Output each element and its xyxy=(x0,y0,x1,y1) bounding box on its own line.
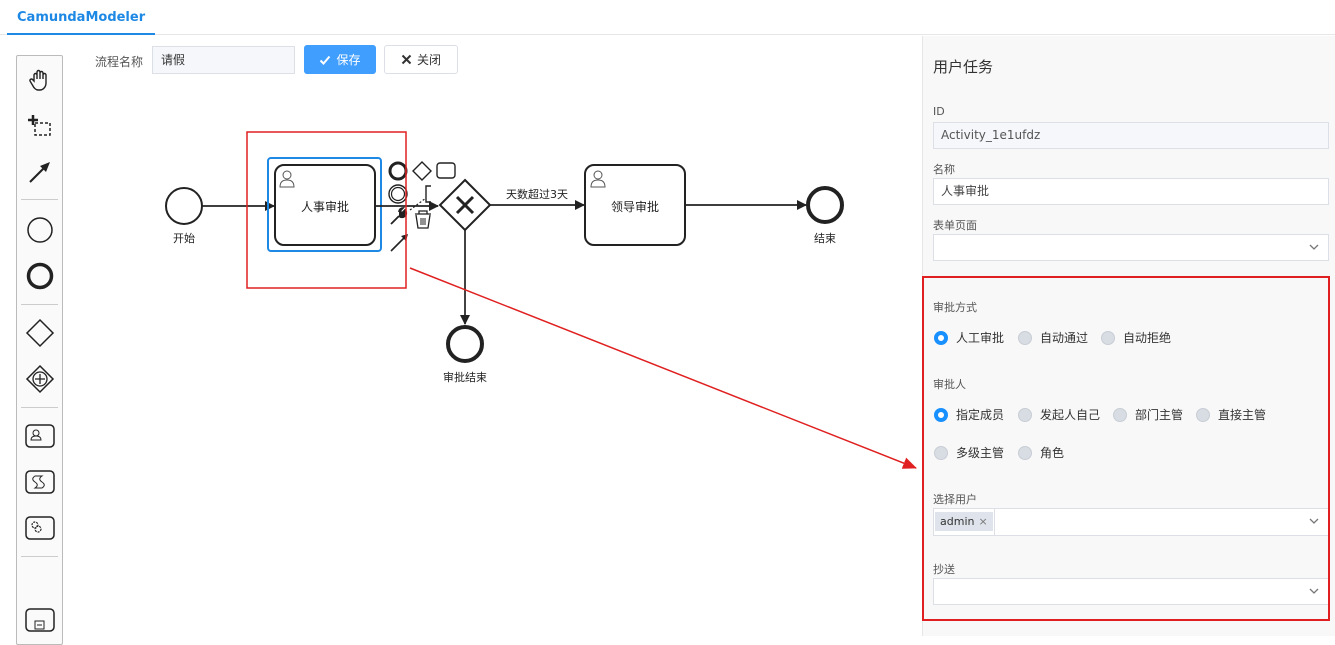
append-task-icon[interactable] xyxy=(436,162,456,179)
save-button[interactable]: 保存 xyxy=(304,45,376,74)
flow-condition-label: 天数超过3天 xyxy=(506,188,568,201)
radio-approver-direct-head[interactable]: 直接主管 xyxy=(1196,406,1266,423)
approver-label: 审批人 xyxy=(933,378,966,391)
form-select[interactable] xyxy=(933,234,1329,261)
radio-approve-auto-pass[interactable]: 自动通过 xyxy=(1018,329,1088,346)
radio-dot xyxy=(1113,407,1127,422)
id-field[interactable]: Activity_1e1ufdz xyxy=(933,122,1329,149)
script-task-icon[interactable] xyxy=(22,464,58,500)
end-event[interactable] xyxy=(806,186,844,224)
user-tag: admin× xyxy=(935,512,993,531)
name-field[interactable]: 人事审批 xyxy=(933,178,1329,205)
close-button[interactable]: 关闭 xyxy=(384,45,458,74)
check-icon xyxy=(320,55,331,65)
radio-dot xyxy=(1101,330,1115,345)
tool-palette xyxy=(16,55,63,645)
exclusive-gateway-icon[interactable] xyxy=(22,315,58,351)
cc-select[interactable] xyxy=(933,578,1329,605)
radio-dot xyxy=(934,407,948,422)
user-icon xyxy=(590,170,606,188)
end-event-approval-label: 审批结束 xyxy=(443,371,487,384)
start-event[interactable] xyxy=(165,187,203,225)
approve-mode-label: 审批方式 xyxy=(933,301,977,314)
radio-approver-dept-head[interactable]: 部门主管 xyxy=(1113,406,1183,423)
radio-dot xyxy=(1018,445,1032,460)
close-icon xyxy=(401,54,412,65)
close-button-label: 关闭 xyxy=(416,53,441,67)
radio-dot xyxy=(934,330,948,345)
radio-approver-multi-level[interactable]: 多级主管 xyxy=(934,444,1004,461)
radio-approver-member[interactable]: 指定成员 xyxy=(934,406,1004,423)
process-name-input[interactable]: 请假 xyxy=(152,46,295,74)
remove-tag-icon[interactable]: × xyxy=(978,515,988,528)
id-label: ID xyxy=(933,105,945,118)
chevron-down-icon xyxy=(1309,588,1319,594)
task1-label: 人事审批 xyxy=(301,200,350,214)
panel-title: 用户任务 xyxy=(933,58,994,76)
save-button-label: 保存 xyxy=(336,53,361,67)
end-event-icon[interactable] xyxy=(22,258,58,294)
radio-approver-role[interactable]: 角色 xyxy=(1018,444,1064,461)
user-task-icon[interactable] xyxy=(22,418,58,454)
hand-tool-icon[interactable] xyxy=(22,62,58,98)
radio-dot xyxy=(1018,407,1032,422)
subprocess-icon[interactable] xyxy=(22,602,58,638)
radio-dot xyxy=(1018,330,1032,345)
wrench-icon[interactable] xyxy=(390,207,408,225)
gateway-x-marker xyxy=(455,195,475,215)
radio-approve-manual[interactable]: 人工审批 xyxy=(934,329,1004,346)
tab-camunda-modeler[interactable]: CamundaModeler xyxy=(7,0,156,35)
radio-approver-self[interactable]: 发起人自己 xyxy=(1018,406,1100,423)
connect-arrow-icon[interactable] xyxy=(390,236,406,252)
select-user-field[interactable]: admin× xyxy=(933,508,1329,536)
chevron-down-icon xyxy=(1309,518,1319,524)
start-event-icon[interactable] xyxy=(22,212,58,248)
cc-label: 抄送 xyxy=(933,563,955,576)
append-end-event-icon[interactable] xyxy=(388,161,408,181)
properties-panel: 用户任务 ID Activity_1e1ufdz 名称 人事审批 表单页面 审批… xyxy=(922,36,1335,636)
append-gateway-icon[interactable] xyxy=(412,161,432,181)
select-user-label: 选择用户 xyxy=(933,493,977,506)
radio-dot xyxy=(934,445,948,460)
chevron-down-icon xyxy=(1309,244,1319,250)
service-task-icon[interactable] xyxy=(22,510,58,546)
bpmn-diagram xyxy=(165,157,844,363)
radio-approve-auto-reject[interactable]: 自动拒绝 xyxy=(1101,329,1171,346)
end-event-label: 结束 xyxy=(814,232,836,245)
parallel-gateway-icon[interactable] xyxy=(22,361,58,397)
task2-label: 领导审批 xyxy=(611,200,660,214)
name-label: 名称 xyxy=(933,163,955,176)
process-name-label: 流程名称 xyxy=(95,55,144,69)
radio-dot xyxy=(1196,407,1210,422)
connect-tool-icon[interactable] xyxy=(22,154,58,190)
lasso-tool-icon[interactable] xyxy=(22,108,58,144)
start-event-label: 开始 xyxy=(173,232,195,245)
append-text-annotation-icon[interactable] xyxy=(425,185,431,203)
end-event-approval[interactable] xyxy=(446,325,484,363)
trash-icon[interactable] xyxy=(415,210,431,229)
top-bar: CamundaModeler xyxy=(0,0,1335,35)
form-label: 表单页面 xyxy=(933,219,977,232)
